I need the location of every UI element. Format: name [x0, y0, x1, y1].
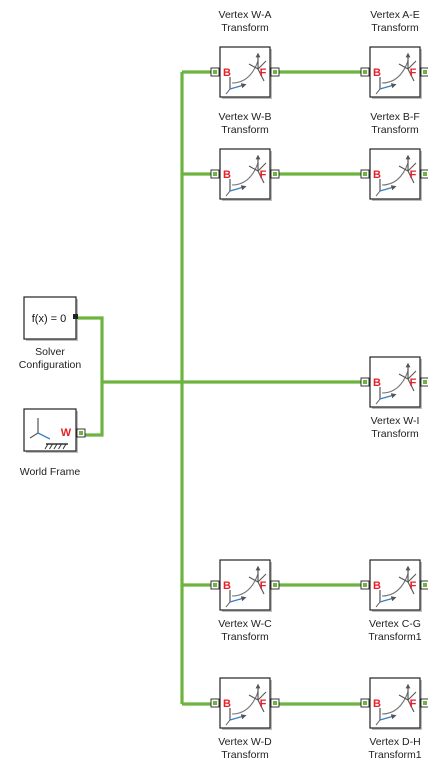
block-title-line1: Vertex W-D	[218, 736, 272, 748]
transform-icon	[225, 565, 267, 608]
port-f-label: F	[410, 67, 417, 79]
block-body[interactable]	[219, 677, 271, 729]
block-title-line2: Transform	[221, 749, 269, 761]
port-b-marker	[213, 172, 217, 176]
port-f-marker	[423, 172, 427, 176]
block-title-line1: Vertex W-C	[218, 618, 272, 630]
port-f-label: F	[260, 169, 267, 181]
port-f-label: F	[410, 377, 417, 389]
port-f-marker	[423, 583, 427, 587]
transform-icon	[375, 565, 417, 608]
port-b-marker	[363, 583, 367, 587]
block-title-line1: Vertex A-E	[370, 9, 420, 21]
port-b-label: B	[373, 377, 381, 389]
block-title-line2: Transform	[221, 631, 269, 643]
port-f-marker	[423, 70, 427, 74]
block-title-line1: Vertex C-G	[369, 618, 421, 630]
port-b-label: B	[373, 580, 381, 592]
block-body[interactable]	[219, 46, 271, 98]
block-body[interactable]	[369, 356, 421, 408]
world-port-label: W	[61, 427, 72, 439]
port-b-label: B	[373, 67, 381, 79]
transform-icon	[225, 154, 267, 197]
port-f-label: F	[260, 67, 267, 79]
solver-title-line2: Configuration	[19, 359, 82, 371]
world-frame-title: World Frame	[20, 466, 81, 478]
port-f-label: F	[410, 580, 417, 592]
solver-title-line1: Solver	[35, 346, 65, 358]
port-b-label: B	[373, 698, 381, 710]
port-b-marker	[213, 583, 217, 587]
block-body[interactable]	[369, 46, 421, 98]
block-title-line2: Transform	[371, 428, 419, 440]
block-body[interactable]	[369, 559, 421, 611]
transform-icon	[375, 683, 417, 726]
port-f-marker	[273, 172, 277, 176]
port-b-label: B	[223, 169, 231, 181]
block-title-line1: Vertex D-H	[369, 736, 420, 748]
transform-icon	[375, 52, 417, 95]
block-title-line2: Transform	[371, 124, 419, 136]
port-f-marker	[423, 380, 427, 384]
block-title-line1: Vertex W-B	[219, 111, 272, 123]
world-frame-icon	[29, 418, 68, 450]
port-b-label: B	[373, 169, 381, 181]
port-f-marker	[273, 583, 277, 587]
block-title-line1: Vertex W-I	[371, 415, 420, 427]
block-title-line2: Transform	[221, 22, 269, 34]
block-body[interactable]	[219, 559, 271, 611]
port-b-marker	[363, 172, 367, 176]
world-frame-block[interactable]: W World Frame	[20, 408, 86, 478]
block-title-line1: Vertex B-F	[370, 111, 420, 123]
port-b-marker	[213, 701, 217, 705]
port-b-marker	[213, 70, 217, 74]
transform-icon	[225, 683, 267, 726]
transform-icon	[375, 154, 417, 197]
wire-solver-world[interactable]	[78, 316, 104, 437]
block-body[interactable]	[369, 677, 421, 729]
port-b-label: B	[223, 580, 231, 592]
port-f-marker	[423, 701, 427, 705]
port-f-marker	[273, 701, 277, 705]
solver-expression: f(x) = 0	[32, 313, 67, 325]
port-b-marker	[363, 380, 367, 384]
block-title-line1: Vertex W-A	[219, 9, 272, 21]
port-b-marker	[363, 70, 367, 74]
block-title-line2: Transform	[371, 22, 419, 34]
block-title-line2: Transform1	[368, 631, 421, 643]
world-port-marker	[79, 431, 83, 435]
port-f-label: F	[410, 169, 417, 181]
transform-icon	[375, 362, 417, 405]
port-f-marker	[273, 70, 277, 74]
block-body[interactable]	[369, 148, 421, 200]
connection-lines	[78, 70, 361, 706]
port-b-label: B	[223, 67, 231, 79]
block-body[interactable]	[23, 296, 77, 340]
port-b-marker	[363, 701, 367, 705]
port-b-label: B	[223, 698, 231, 710]
block-body[interactable]	[219, 148, 271, 200]
solver-port[interactable]	[73, 314, 78, 319]
block-title-line2: Transform1	[368, 749, 421, 761]
port-f-label: F	[260, 580, 267, 592]
port-f-label: F	[260, 698, 267, 710]
port-f-label: F	[410, 698, 417, 710]
block-title-line2: Transform	[221, 124, 269, 136]
transform-icon	[225, 52, 267, 95]
